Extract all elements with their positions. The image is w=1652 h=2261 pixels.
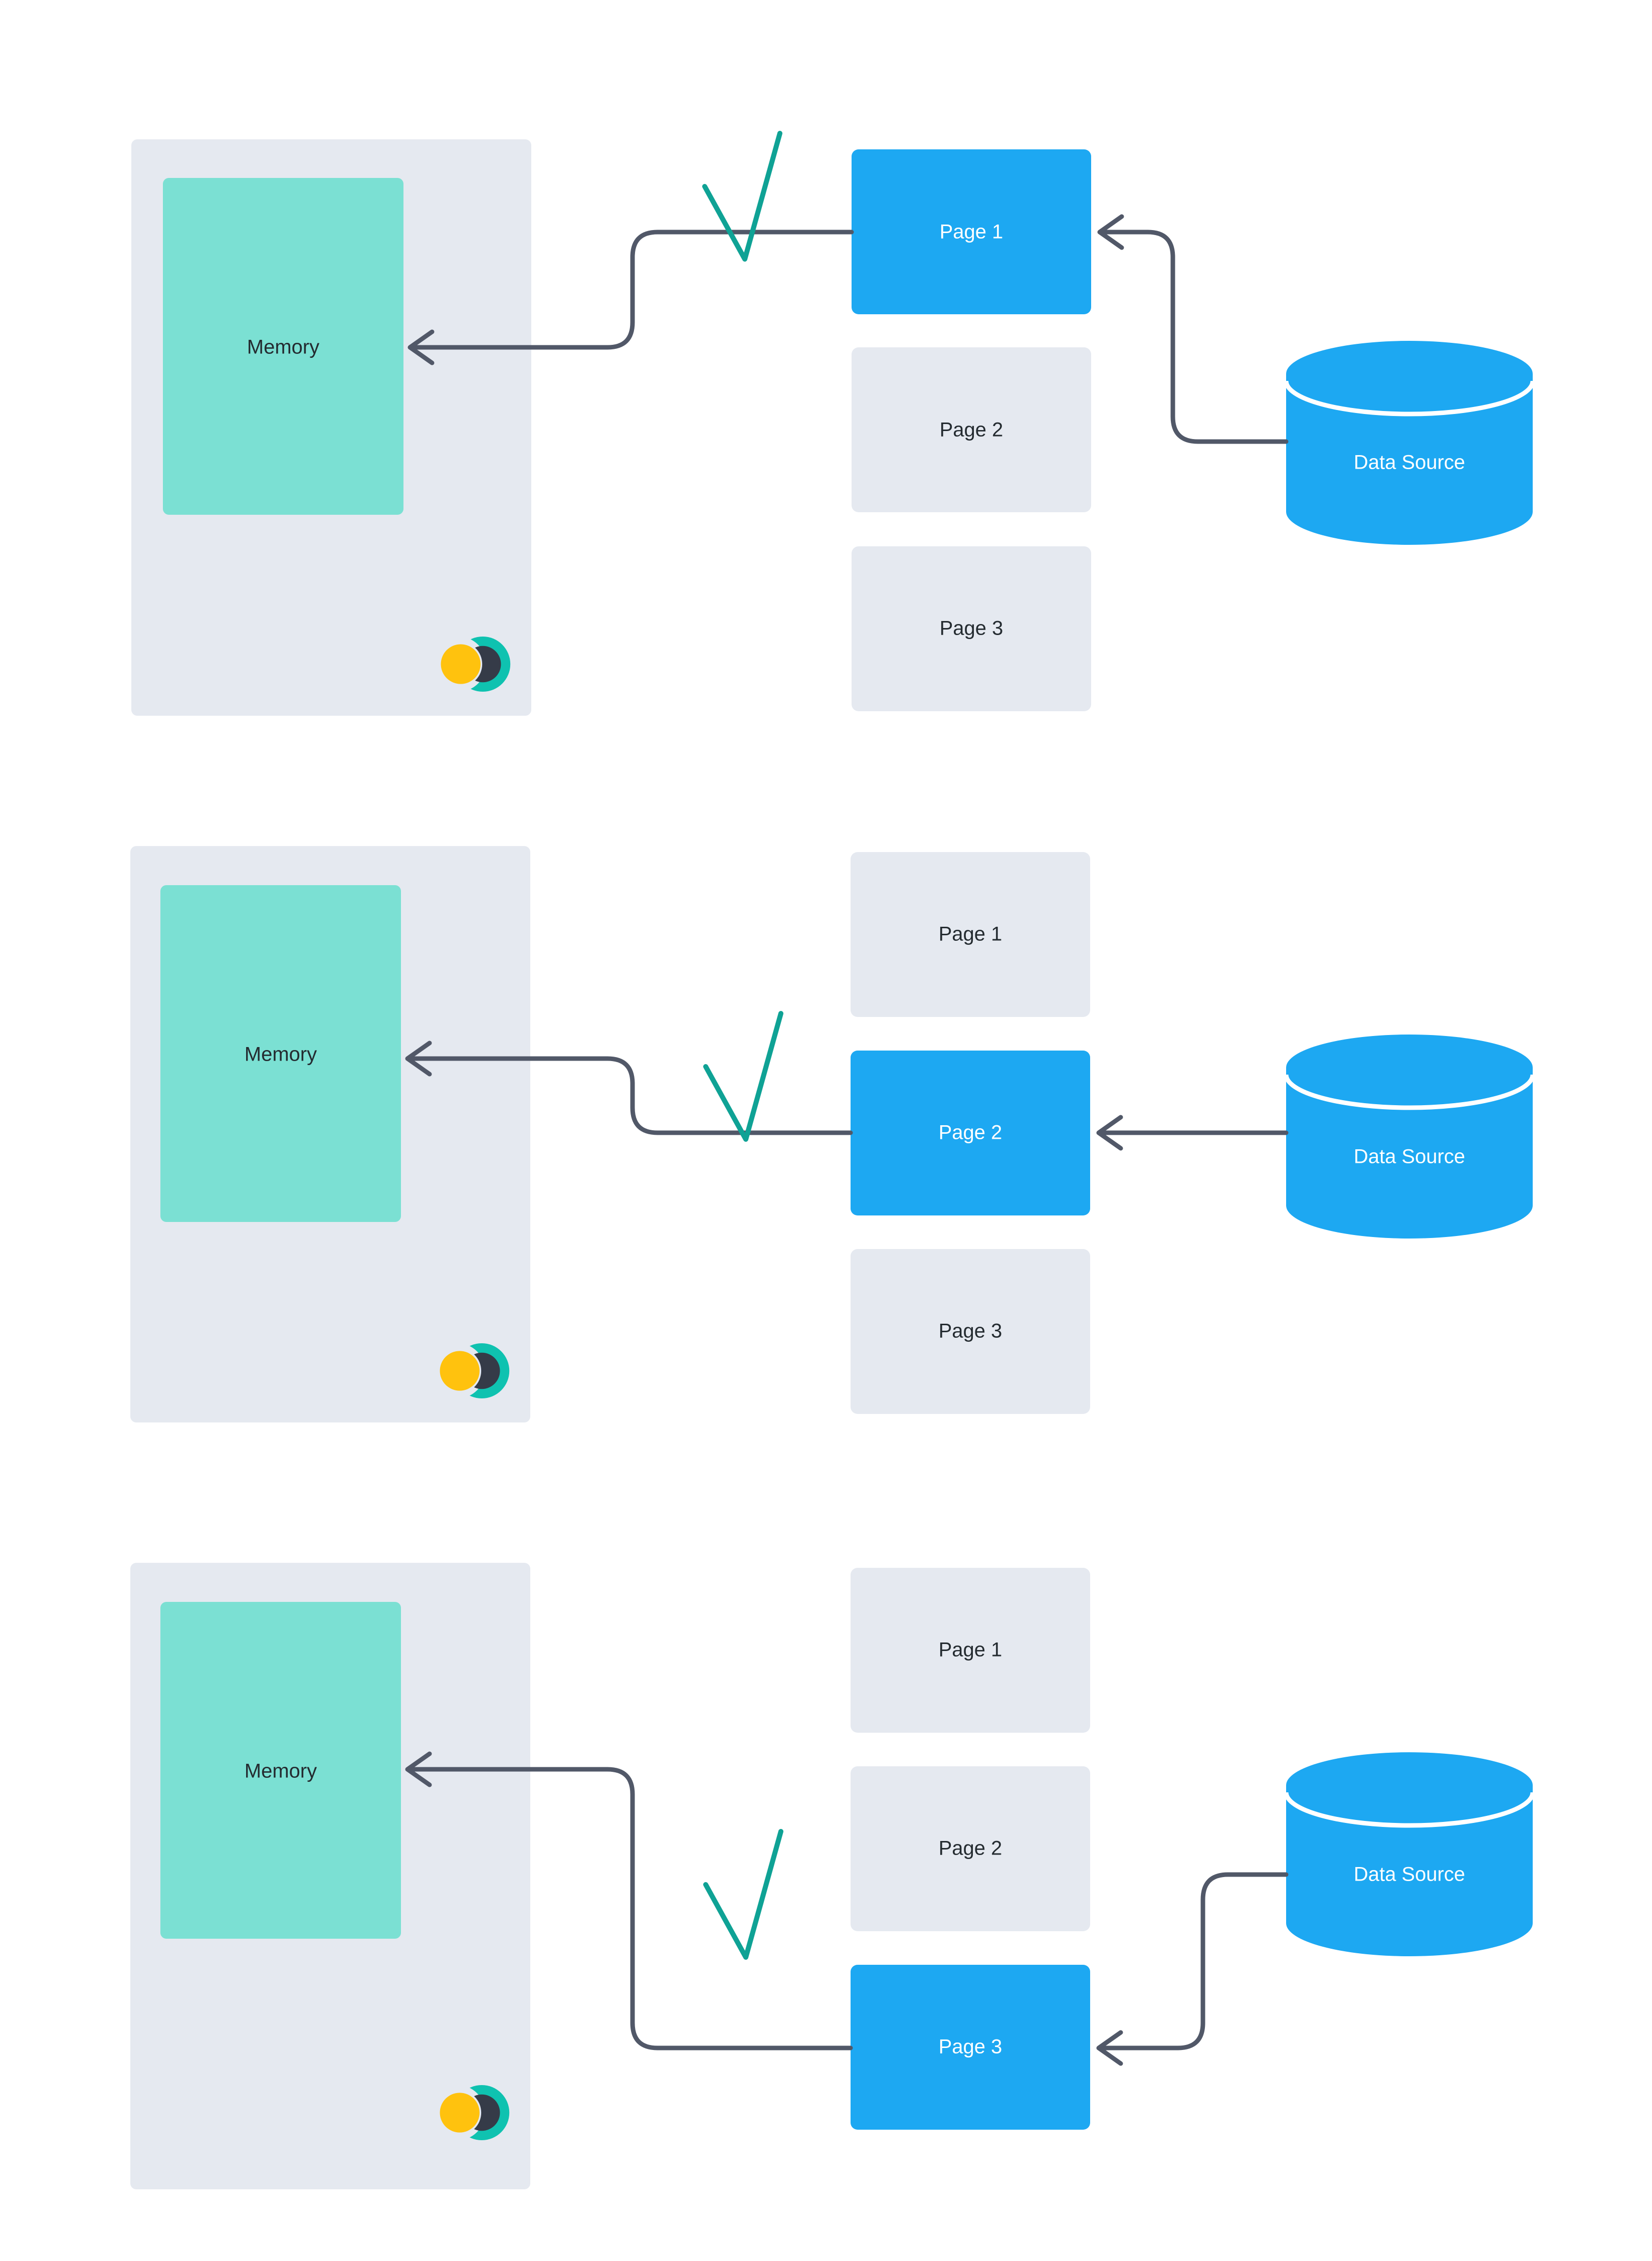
page-label-1-3: Page 3 (940, 618, 1003, 640)
data-source-2 (1284, 1035, 1535, 1239)
page-label-3-1: Page 1 (939, 1639, 1002, 1661)
page-box-3-3[interactable] (851, 1965, 1090, 2130)
memory-box-1 (163, 178, 403, 515)
page-box-3-1[interactable] (851, 1568, 1090, 1733)
arrowhead-memory-2 (405, 1041, 432, 1077)
memory-box-2 (160, 885, 401, 1222)
data-source-1 (1284, 341, 1535, 545)
arrowhead-page-3 (1096, 2030, 1123, 2066)
checkmark-icon-1 (702, 131, 782, 262)
step-2-group: Memory Page 1 Page 2 Page 3 Data Source (130, 846, 1535, 1422)
memory-label-2: Memory (245, 1044, 317, 1066)
connector-source-to-page-3 (1097, 1872, 1289, 2050)
page-label-1-1: Page 1 (940, 221, 1003, 243)
page-box-1-2[interactable] (852, 347, 1091, 512)
arrowhead-page-2 (1096, 1115, 1123, 1151)
memory-label-3: Memory (245, 1760, 317, 1782)
arrowhead-page-1 (1097, 214, 1124, 250)
page-label-2-2: Page 2 (939, 1122, 1002, 1144)
data-source-label-1: Data Source (1354, 452, 1465, 474)
page-box-2-2[interactable] (851, 1051, 1090, 1215)
checkmark-icon-2 (703, 1011, 783, 1142)
eclipse-circles-logo-icon-1 (431, 637, 511, 692)
connector-page-to-memory-2 (406, 1056, 853, 1135)
connector-page-to-memory-1 (408, 230, 854, 350)
memory-box-3 (160, 1602, 401, 1939)
checkmark-icon-3 (703, 1829, 783, 1960)
step-3-group: Memory Page 1 Page 2 Page 3 Data Source (130, 1563, 1535, 2189)
page-label-1-2: Page 2 (940, 419, 1003, 441)
connector-page-to-memory-3 (406, 1767, 853, 2050)
arrowhead-memory-3 (405, 1751, 432, 1787)
step-1-group: Memory Page 1 Page 2 Page 3 Data Source (131, 131, 1535, 716)
eclipse-circles-logo-icon-2 (430, 1343, 510, 1398)
connector-source-to-page-1 (1098, 230, 1289, 444)
page-box-3-2[interactable] (851, 1766, 1090, 1931)
page-label-2-1: Page 1 (939, 923, 1002, 945)
page-box-2-1[interactable] (851, 852, 1090, 1017)
eclipse-circles-logo-icon-3 (430, 2085, 510, 2140)
page-label-2-3: Page 3 (939, 1320, 1002, 1342)
page-box-1-3[interactable] (852, 546, 1091, 711)
data-source-label-2: Data Source (1354, 1146, 1465, 1168)
page-label-3-3: Page 3 (939, 2036, 1002, 2058)
page-box-1-1[interactable] (852, 149, 1091, 314)
data-source-3 (1284, 1752, 1535, 1956)
page-label-3-2: Page 2 (939, 1837, 1002, 1860)
memory-label-1: Memory (247, 336, 319, 358)
data-source-label-3: Data Source (1354, 1864, 1465, 1886)
arrowhead-memory-1 (407, 329, 435, 365)
page-box-2-3[interactable] (851, 1249, 1090, 1414)
